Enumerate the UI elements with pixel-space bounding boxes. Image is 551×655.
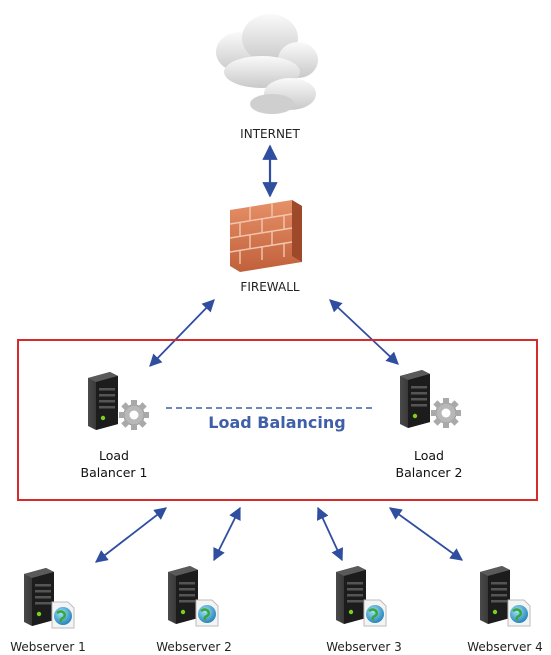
load-balancer-cluster-box <box>17 339 538 501</box>
server-globe-icon <box>24 568 76 630</box>
firewall-label: FIREWALL <box>240 280 299 294</box>
webserver-4: Webserver 4 <box>467 566 543 654</box>
server-gear-icon <box>88 372 150 431</box>
internet-label: INTERNET <box>240 127 300 141</box>
cloud-icon <box>216 14 318 114</box>
brick-wall-icon <box>229 200 302 272</box>
server-globe-icon <box>480 566 532 628</box>
arrow-firewall-lb2 <box>329 299 399 365</box>
arrow-firewall-lb1 <box>149 299 215 367</box>
load-balancer-1: Load Balancer 1 <box>81 372 150 480</box>
load-balancing-label: Load Balancing <box>208 413 345 432</box>
server-gear-icon <box>400 370 462 429</box>
server-globe-icon <box>168 566 220 628</box>
webserver-3-label: Webserver 3 <box>326 640 402 654</box>
arrow-lb-webserver-4 <box>388 507 464 561</box>
load-balancer-2-label-line1: Load <box>414 448 444 463</box>
webserver-4-label: Webserver 4 <box>467 640 543 654</box>
webserver-2-label: Webserver 2 <box>156 640 232 654</box>
arrow-lb-webserver-3 <box>317 506 343 562</box>
load-balancer-1-label-line1: Load <box>99 448 129 463</box>
server-globe-icon <box>336 566 388 628</box>
webserver-3: Webserver 3 <box>326 566 402 654</box>
load-balancer-2-label-line2: Balancer 2 <box>396 465 463 480</box>
webserver-1-label: Webserver 1 <box>10 640 86 654</box>
webserver-1: Webserver 1 <box>10 568 86 654</box>
arrow-lb-webserver-1 <box>95 507 167 563</box>
webserver-2: Webserver 2 <box>156 566 232 654</box>
load-balancer-1-label-line2: Balancer 1 <box>81 465 148 480</box>
load-balancer-2: Load Balancer 2 <box>396 370 463 480</box>
arrow-lb-webserver-2 <box>213 506 241 562</box>
